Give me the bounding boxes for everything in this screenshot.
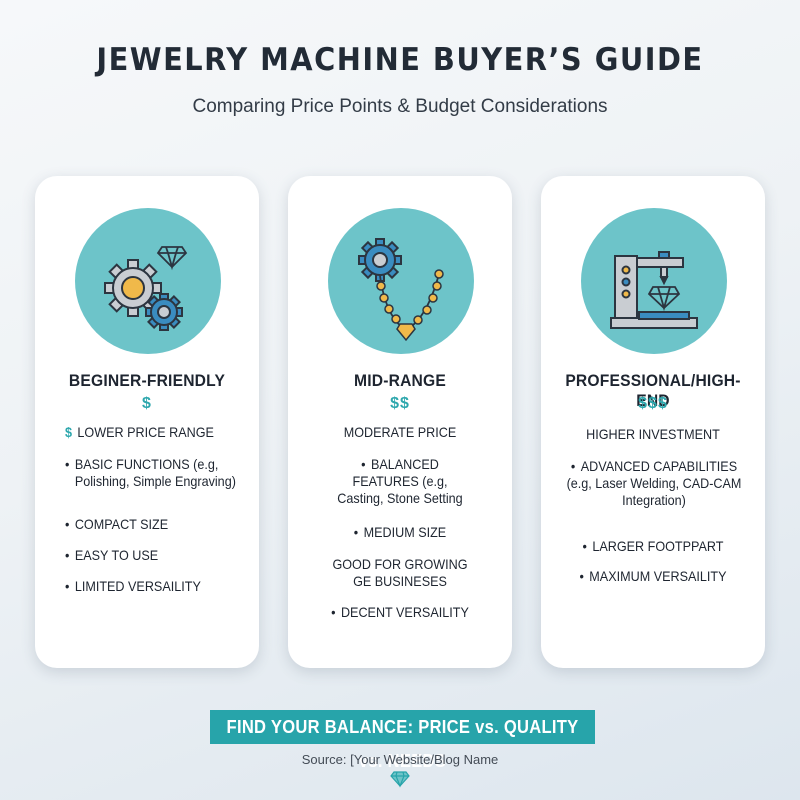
bullet-icon: • (582, 538, 587, 554)
card-title: BEGINER-FRIENDLY (68, 371, 226, 390)
card-title: PROFESSIONAL/HIGH-END (565, 371, 741, 410)
bullet-icon: • (65, 547, 70, 563)
feature-item: •MAXIMUM VERSAILITY (579, 568, 727, 584)
feature-item: •BASIC FUNCTIONS (e.g, Polishing, Simple… (65, 456, 236, 489)
machine-diamond-icon (581, 208, 727, 354)
dollar-icon: $ (65, 424, 73, 440)
feature-item: GOOD FOR GROWING GE BUSINESES (332, 556, 468, 589)
gear-necklace-icon (328, 208, 474, 354)
price-symbol: $ (142, 395, 152, 412)
source-credit: Source: [Your Website/Blog Name (301, 752, 499, 767)
bullet-icon: • (65, 578, 70, 594)
feature-item: •ADVANCED CAPABILITIES (e.g, Laser Weldi… (566, 458, 742, 508)
feature-item: •BALANCED FEATURES (e.g, Casting, Stone … (337, 456, 463, 506)
card-beginner: BEGINER-FRIENDLY $ $LOWER PRICE RANGE •B… (35, 176, 259, 668)
card-mid-range: MID-RANGE $$ MODERATE PRICE •BALANCED FE… (288, 176, 512, 668)
bullet-icon: • (331, 604, 336, 620)
page-title: JEWELRY MACHINE BUYER’S GUIDE (96, 42, 704, 78)
feature-item: MODERATE PRICE (343, 424, 457, 440)
feature-item: •DECENT VERSAILITY (331, 604, 469, 620)
feature-item: •COMPACT SIZE (65, 516, 169, 532)
page-subtitle: Comparing Price Points & Budget Consider… (192, 96, 608, 117)
diamond-icon (390, 770, 410, 793)
feature-item: •LIMITED VERSAILITY (65, 578, 201, 594)
feature-item: •EASY TO USE (65, 547, 159, 563)
price-symbol: $$ (390, 395, 410, 412)
gears-diamond-icon (75, 208, 221, 354)
bullet-icon: • (579, 568, 584, 584)
card-professional: PROFESSIONAL/HIGH-END $$$ HIGHER INVESTM… (541, 176, 765, 668)
feature-item: HIGHER INVESTMENT (586, 426, 720, 442)
bullet-icon: • (353, 524, 359, 540)
card-title: MID-RANGE (353, 371, 446, 390)
balance-banner: FIND YOUR BALANCE: PRICE vs. QUALITY vs.… (210, 710, 595, 771)
feature-item: •LARGER FOOTPPART (582, 538, 724, 554)
bullet-icon: • (570, 458, 576, 474)
bullet-icon: • (65, 516, 70, 532)
bullet-icon: • (361, 456, 366, 472)
bullet-icon: • (65, 456, 70, 472)
price-symbol: $$$ (638, 395, 668, 412)
feature-item: •MEDIUM SIZE (353, 524, 447, 540)
feature-item: $LOWER PRICE RANGE (65, 424, 214, 440)
